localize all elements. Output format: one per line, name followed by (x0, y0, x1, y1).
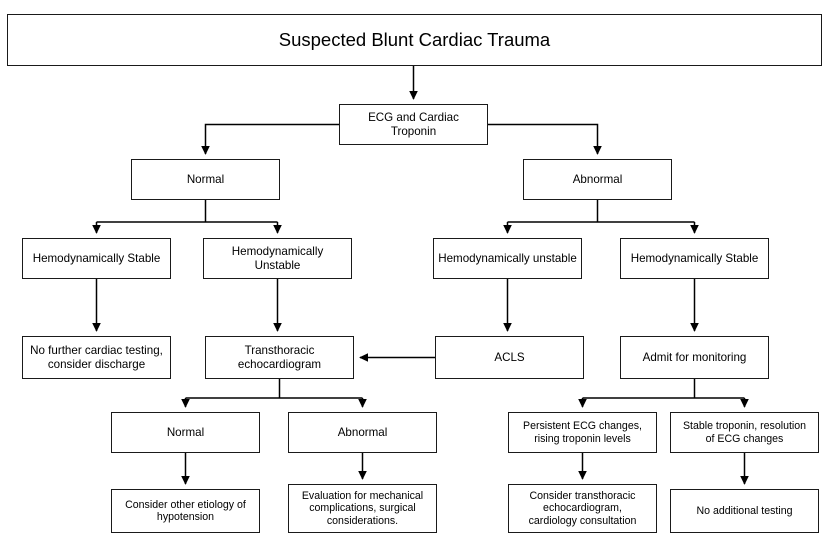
node-persistent-ecg-changes-label: Persistent ECG changes, rising troponin … (523, 420, 642, 445)
node-abnormal-hemodynamically-unstable: Hemodynamically unstable (433, 238, 582, 279)
node-normal-initial-workup: Normal (131, 159, 280, 200)
node-admit-for-monitoring: Admit for monitoring (620, 336, 769, 379)
node-acls: ACLS (435, 336, 584, 379)
node-no-further-cardiac-testing-label: No further cardiac testing, consider dis… (30, 343, 163, 371)
node-persistent-ecg-changes: Persistent ECG changes, rising troponin … (508, 412, 657, 453)
node-consider-tte-cardiology-consult: Consider transthoracic echocardiogram, c… (508, 484, 657, 533)
node-normal-hemodynamically-unstable: Hemodynamically Unstable (203, 238, 352, 279)
node-transthoracic-echocardiogram-label: Transthoracic echocardiogram (237, 343, 322, 371)
node-normal-hemodynamically-stable: Hemodynamically Stable (22, 238, 171, 279)
node-admit-for-monitoring-label: Admit for monitoring (642, 350, 747, 364)
node-abnormal-hemodynamically-unstable-label: Hemodynamically unstable (438, 251, 577, 265)
node-consider-tte-cardiology-consult-label: Consider transthoracic echocardiogram, c… (528, 489, 637, 527)
node-abnormal-hemodynamically-stable-label: Hemodynamically Stable (630, 251, 759, 265)
node-no-additional-testing-label: No additional testing (696, 504, 793, 517)
edge-ecg-to-abnormal (488, 123, 602, 155)
node-title-label: Suspected Blunt Cardiac Trauma (278, 29, 551, 51)
node-normal-hemodynamically-unstable-label: Hemodynamically Unstable (231, 244, 324, 272)
node-consider-other-etiology: Consider other etiology of hypotension (111, 489, 260, 533)
node-normal-hemodynamically-stable-label: Hemodynamically Stable (32, 251, 161, 265)
node-no-further-cardiac-testing: No further cardiac testing, consider dis… (22, 336, 171, 379)
node-stable-troponin-resolution-label: Stable troponin, resolution of ECG chang… (682, 420, 807, 445)
node-echo-normal-label: Normal (166, 425, 205, 439)
node-consider-other-etiology-label: Consider other etiology of hypotension (125, 498, 246, 524)
node-ecg-and-cardiac-troponin-label: ECG and Cardiac Troponin (368, 110, 459, 138)
node-abnormal-hemodynamically-stable: Hemodynamically Stable (620, 238, 769, 279)
node-ecg-and-cardiac-troponin: ECG and Cardiac Troponin (339, 104, 488, 145)
node-transthoracic-echocardiogram: Transthoracic echocardiogram (205, 336, 354, 379)
node-echo-normal: Normal (111, 412, 260, 453)
node-stable-troponin-resolution: Stable troponin, resolution of ECG chang… (670, 412, 819, 453)
node-echo-abnormal: Abnormal (288, 412, 437, 453)
node-title: Suspected Blunt Cardiac Trauma (7, 14, 822, 66)
node-echo-abnormal-label: Abnormal (337, 425, 388, 439)
node-abnormal-initial-workup-label: Abnormal (572, 172, 623, 186)
node-acls-label: ACLS (494, 350, 525, 364)
edge-ecg-to-normal (201, 123, 339, 155)
node-no-additional-testing: No additional testing (670, 489, 819, 533)
node-normal-initial-workup-label: Normal (186, 172, 225, 186)
node-mechanical-complications-label: Evaluation for mechanical complications,… (301, 489, 424, 527)
node-abnormal-initial-workup: Abnormal (523, 159, 672, 200)
node-mechanical-complications: Evaluation for mechanical complications,… (288, 484, 437, 533)
